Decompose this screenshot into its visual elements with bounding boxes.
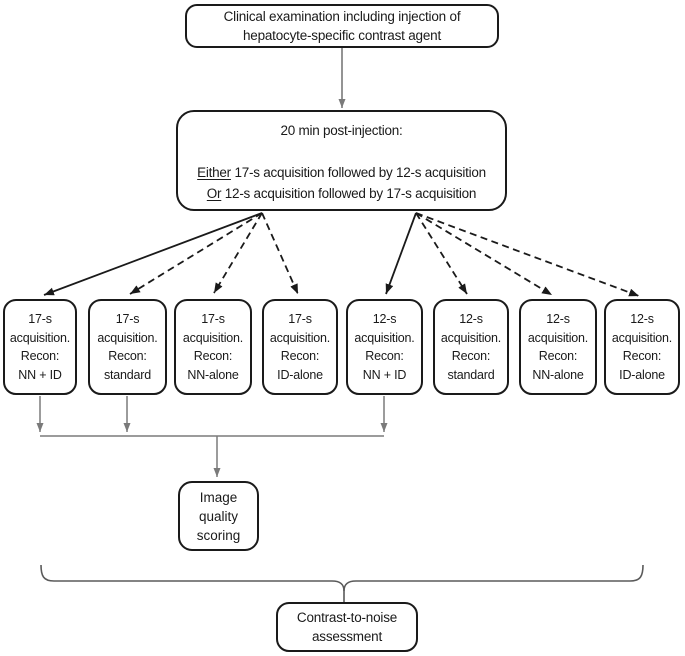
acq-duration: 12-s — [372, 312, 397, 326]
acq-box-17s-standard: 17-s acquisition. Recon: standard — [88, 299, 167, 395]
arrow-timing-to-17s-nn-id — [43, 212, 263, 296]
acq-recon: NN-alone — [532, 367, 584, 382]
or-word: Or — [206, 186, 222, 201]
curly-brace — [40, 564, 644, 592]
acq-duration: 17-s — [28, 312, 52, 326]
acq-line3: Recon: — [365, 349, 404, 363]
clinical-examination-box: Clinical examination including injection… — [185, 4, 499, 48]
acq-duration: 17-s — [201, 312, 225, 326]
acq-line2: acquisition. — [611, 330, 673, 345]
acq-box-17s-id-alone: 17-s acquisition. Recon: ID-alone — [262, 299, 338, 395]
acq-line2: acquisition. — [440, 330, 502, 345]
acq-line2: acquisition. — [97, 330, 158, 345]
acq-recon: NN + ID — [18, 367, 62, 382]
either-rest: 17-s acquisition followed by 12-s acquis… — [230, 165, 486, 180]
either-line: Either 17-s acquisition followed by 12-s… — [197, 162, 486, 183]
acq-recon: standard — [447, 367, 495, 382]
acq-box-17s-nn-id: 17-s acquisition. Recon: NN + ID — [3, 299, 77, 395]
clinical-examination-line1: Clinical examination including injection… — [223, 9, 461, 24]
acq-line3: Recon: — [451, 349, 491, 363]
acq-duration: 12-s — [630, 312, 654, 326]
acq-line3: Recon: — [193, 349, 233, 363]
post-injection-box: 20 min post-injection: Either 17-s acqui… — [176, 110, 507, 211]
or-line: Or 12-s acquisition followed by 17-s acq… — [206, 183, 477, 204]
acq-duration: 17-s — [115, 312, 140, 326]
acq-line2: acquisition. — [182, 330, 244, 345]
acq-line2: acquisition. — [527, 330, 589, 345]
arrow-timing-to-17s-nn-alone — [213, 212, 263, 294]
acq-line3: Recon: — [280, 349, 320, 363]
cnr-line2: assessment — [311, 629, 383, 644]
acq-duration: 12-s — [459, 312, 483, 326]
acq-line3: Recon: — [108, 349, 147, 363]
iq-line1: Image — [199, 489, 238, 505]
image-quality-scoring-box: Image quality scoring — [178, 481, 259, 551]
acq-line2: acquisition. — [354, 330, 415, 345]
or-rest: 12-s acquisition followed by 17-s acquis… — [221, 186, 477, 201]
post-injection-heading: 20 min post-injection: — [280, 123, 403, 138]
acq-recon: ID-alone — [619, 367, 665, 382]
cnr-line1: Contrast-to-noise — [296, 609, 398, 625]
acq-line3: Recon: — [538, 349, 578, 363]
acq-box-12s-standard: 12-s acquisition. Recon: standard — [433, 299, 509, 395]
acq-duration: 12-s — [546, 312, 570, 326]
acq-recon: standard — [103, 367, 152, 382]
acq-duration: 17-s — [288, 312, 312, 326]
acq-box-12s-nn-alone: 12-s acquisition. Recon: NN-alone — [519, 299, 597, 395]
acq-recon: NN-alone — [187, 367, 239, 382]
acq-box-12s-id-alone: 12-s acquisition. Recon: ID-alone — [604, 299, 680, 395]
arrow-timing-to-12s-id-alone — [415, 212, 640, 297]
arrow-timing-to-12s-nn-id — [385, 212, 417, 295]
acq-box-17s-nn-alone: 17-s acquisition. Recon: NN-alone — [174, 299, 252, 395]
acq-recon: NN + ID — [362, 367, 407, 382]
arrow-timing-to-12s-standard — [415, 212, 468, 295]
cnr-assessment-box: Contrast-to-noise assessment — [276, 602, 418, 652]
arrow-timing-to-12s-nn-alone — [415, 212, 553, 296]
either-word: Either — [197, 165, 231, 180]
acq-line3: Recon: — [20, 349, 60, 363]
iq-line3: scoring — [196, 527, 241, 543]
arrow-timing-to-17s-id-alone — [261, 212, 299, 295]
acq-line2: acquisition. — [9, 330, 71, 345]
acq-line3: Recon: — [622, 349, 662, 363]
arrow-timing-to-17s-standard — [129, 212, 263, 295]
clinical-examination-line2: hepatocyte-specific contrast agent — [242, 28, 442, 43]
iq-line2: quality — [198, 508, 239, 524]
acq-recon: ID-alone — [277, 367, 323, 382]
acq-line2: acquisition. — [269, 330, 331, 345]
acq-box-12s-nn-id: 12-s acquisition. Recon: NN + ID — [346, 299, 423, 395]
